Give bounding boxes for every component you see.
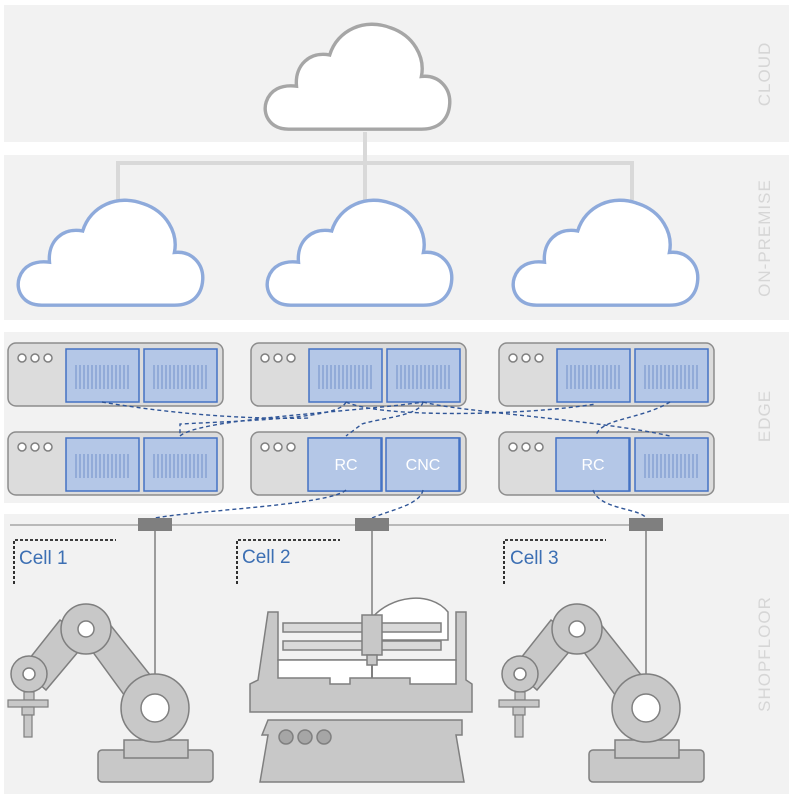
edge-servers bbox=[7, 342, 715, 496]
cloud-connectors bbox=[116, 132, 634, 200]
edge-server-1-3 bbox=[498, 342, 715, 407]
edge-server-1-2 bbox=[250, 342, 467, 407]
server-led-icon bbox=[43, 353, 53, 363]
server-led-icon bbox=[260, 442, 270, 452]
server-led-icon bbox=[17, 353, 27, 363]
container-label-cnc: CNC bbox=[406, 457, 441, 474]
container-box bbox=[143, 437, 218, 492]
labeled-container bbox=[555, 437, 630, 492]
layer-label-edge: EDGE bbox=[755, 390, 774, 442]
container-box bbox=[308, 348, 383, 403]
layer-label-on-premise: ON-PREMISE bbox=[755, 179, 774, 297]
server-led-icon bbox=[17, 442, 27, 452]
server-led-icon bbox=[286, 442, 296, 452]
server-led-icon bbox=[508, 442, 518, 452]
labeled-container bbox=[385, 437, 460, 492]
server-led-icon bbox=[521, 442, 531, 452]
container-box bbox=[556, 348, 631, 403]
labeled-container bbox=[307, 437, 382, 492]
cell-label-2: Cell 2 bbox=[242, 547, 291, 568]
cell-label-1: Cell 1 bbox=[19, 548, 68, 569]
network-switch-cell-2 bbox=[355, 518, 389, 531]
network-switch-cell-1 bbox=[138, 518, 172, 531]
server-led-icon bbox=[534, 442, 544, 452]
cnc-machine bbox=[249, 597, 473, 783]
server-led-icon bbox=[508, 353, 518, 363]
container-network-links bbox=[101, 401, 671, 519]
fieldbus bbox=[10, 518, 663, 680]
container-label-rc-right: RC bbox=[581, 457, 604, 474]
container-box bbox=[143, 348, 218, 403]
server-led-icon bbox=[43, 442, 53, 452]
cell-markers bbox=[13, 539, 606, 584]
edge-server-1-1 bbox=[7, 342, 224, 407]
container-box bbox=[634, 348, 709, 403]
server-led-icon bbox=[273, 442, 283, 452]
server-led-icon bbox=[30, 442, 40, 452]
cell-label-3: Cell 3 bbox=[510, 548, 559, 569]
server-led-icon bbox=[273, 353, 283, 363]
container-box bbox=[65, 348, 140, 403]
server-led-icon bbox=[534, 353, 544, 363]
layer-label-cloud: CLOUD bbox=[755, 42, 774, 107]
server-led-icon bbox=[260, 353, 270, 363]
edge-server-2-1 bbox=[7, 431, 224, 496]
server-led-icon bbox=[30, 353, 40, 363]
server-led-icon bbox=[286, 353, 296, 363]
container-box bbox=[386, 348, 461, 403]
network-switch-cell-3 bbox=[629, 518, 663, 531]
server-led-icon bbox=[521, 353, 531, 363]
container-label-rc-left: RC bbox=[334, 457, 357, 474]
container-box bbox=[65, 437, 140, 492]
container-box bbox=[634, 437, 709, 492]
layer-label-shopfloor: SHOPFLOOR bbox=[755, 596, 774, 712]
